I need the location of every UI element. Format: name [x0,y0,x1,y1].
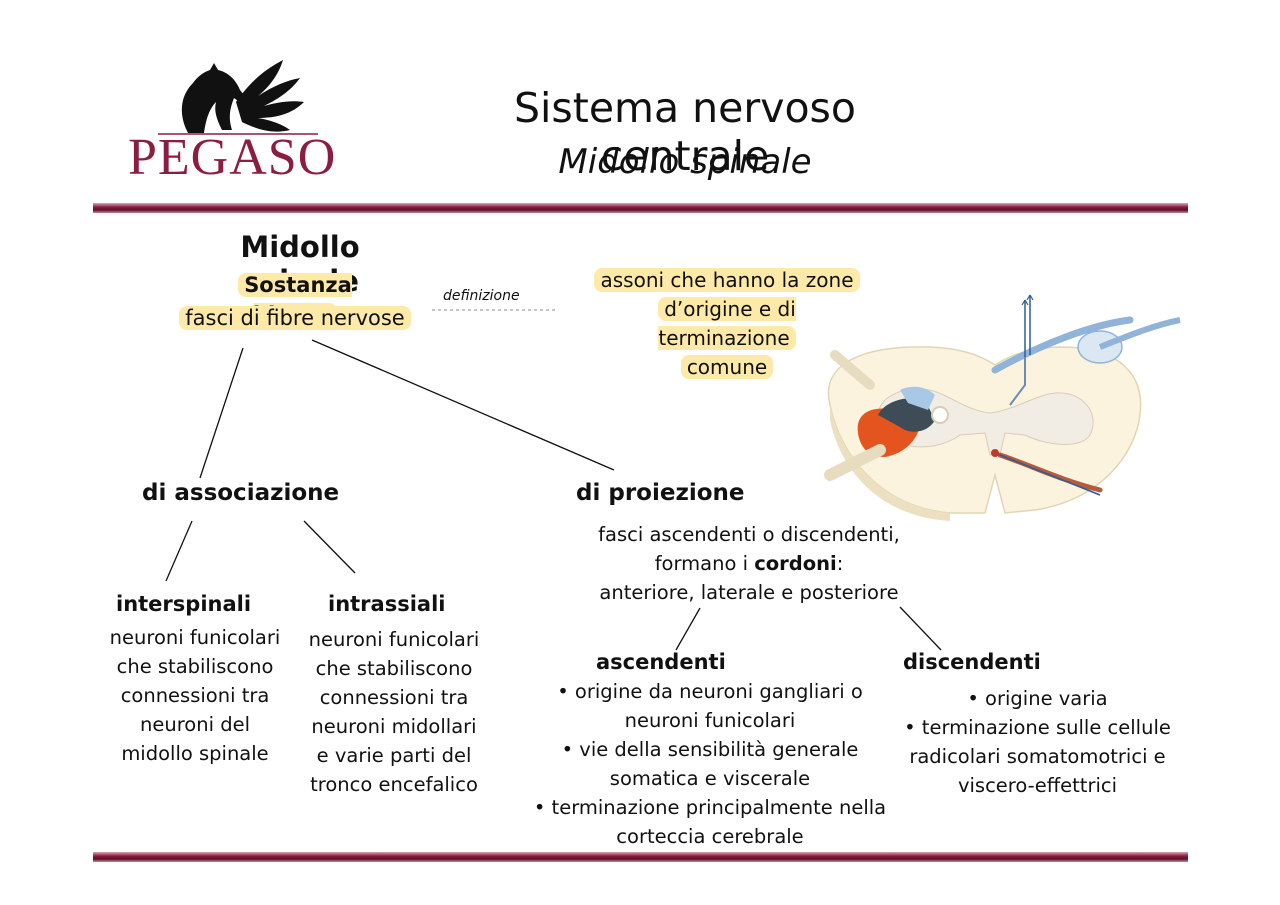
intrassiali-heading: intrassiali [328,592,446,616]
proiezione-heading: di proiezione [576,480,745,506]
connector-proj-disc [899,606,942,651]
spinal-cord-cross-section-icon [824,294,1181,521]
page-subtitle: Midollo spinale [558,142,812,182]
text-line: neuroni midollari [311,715,477,738]
text-line: • origine da neuroni gangliari o [557,680,863,703]
connector-sb-assoc [199,347,244,479]
pegasus-logo-icon [158,60,318,135]
text-line: connessioni tra [319,686,469,709]
ascendenti-heading: ascendenti [596,650,726,674]
definition-label: definizione [443,288,520,304]
page-title: Sistema nervoso centrale [513,84,857,180]
text-line: corteccia cerebrale [616,825,804,848]
associazione-heading: di associazione [142,480,340,506]
text-line: neuroni funicolari [308,628,480,651]
text-line: neuroni funicolari [109,626,281,649]
discendenti-heading: discendenti [903,650,1041,674]
text-line: neuroni funicolari [624,709,796,732]
sostanza-bianca-desc-text: fasci di fibre nervose [179,306,411,330]
discendenti-desc: • origine varia • terminazione sulle cel… [890,684,1185,800]
text-line: radicolari somatomotrici e [909,745,1166,768]
text-line: che stabiliscono [315,657,473,680]
definition-box: assoni che hanno la zone d’origine e di … [588,266,866,382]
definition-line: d’origine e di terminazione [658,297,796,350]
text-line: • terminazione sulle cellule [904,716,1171,739]
ascendenti-desc: • origine da neuroni gangliari o neuroni… [515,677,905,851]
text-line: viscero-effettrici [957,774,1118,797]
connector-assoc-intra [303,520,356,574]
text-line: e varie parti del [316,744,472,767]
text-line: anteriore, laterale e posteriore [599,581,899,604]
cordoni-term: cordoni [754,552,837,575]
logo-text: PEGASO [128,129,337,186]
text-fragment: formano i [654,552,755,575]
interspinali-desc: neuroni funicolari che stabiliscono conn… [100,623,290,768]
text-line: tronco encefalico [310,773,478,796]
text-line: • vie della sensibilità generale [561,738,859,761]
interspinali-heading: interspinali [116,592,252,616]
definition-line: assoni che hanno la zone [594,268,860,292]
text-line: connessioni tra [120,684,270,707]
text-line: neuroni del [139,713,250,736]
text-line: somatica e viscerale [609,767,811,790]
connector-sb-proj [311,339,615,471]
header-divider [93,203,1188,213]
text-line: formano i cordoni: [584,549,914,578]
connector-assoc-inter [165,520,193,582]
connector-proj-asc [675,607,701,651]
proiezione-desc: fasci ascendenti o discendenti, formano … [584,520,914,607]
text-line: • origine varia [967,687,1108,710]
text-fragment: : [836,552,844,575]
text-line: che stabiliscono [116,655,274,678]
footer-divider [93,852,1188,862]
intrassiali-desc: neuroni funicolari che stabiliscono conn… [298,625,490,799]
text-line: • terminazione principalmente nella [533,796,887,819]
text-line: midollo spinale [121,742,269,765]
sostanza-bianca-desc: fasci di fibre nervose [174,302,416,334]
text-line: fasci ascendenti o discendenti, [598,523,900,546]
definition-line: comune [680,355,774,379]
